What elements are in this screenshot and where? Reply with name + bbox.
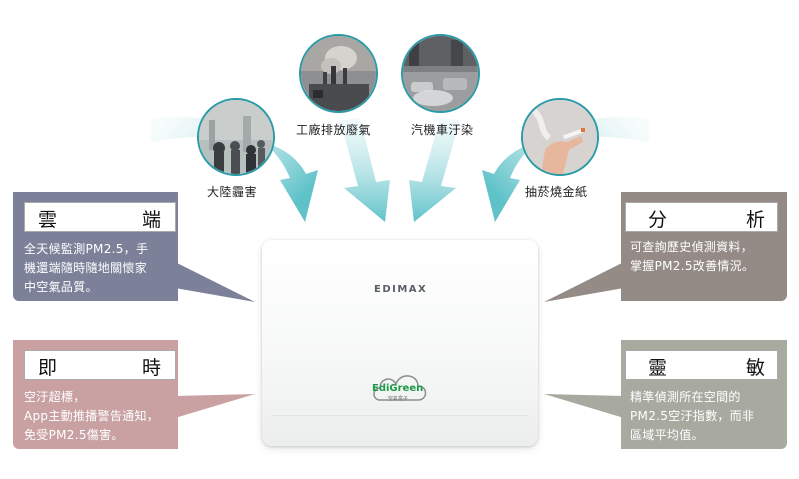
pointer-cloud bbox=[175, 262, 255, 302]
source-label-smoking: 抽菸燒金紙 bbox=[525, 185, 588, 199]
edimax-logo: EDIMAX bbox=[374, 284, 428, 295]
edigreen-device bbox=[262, 240, 538, 446]
panel-cloud-desc: 全天候監測PM2.5，手 機還端隨時隨地關懷家 中空氣品質。 bbox=[24, 242, 149, 294]
edigreen-logo: EdiGreen 空氣盒子 bbox=[370, 366, 432, 404]
source-label-haze: 大陸霾害 bbox=[207, 185, 258, 199]
source-label-traffic: 汽機車汙染 bbox=[411, 123, 474, 137]
panel-cloud: 雲 端 全天候監測PM2.5，手 機還端隨時隨地關懷家 中空氣品質。 bbox=[13, 192, 178, 301]
arrow-center-left bbox=[340, 118, 390, 222]
smoking-photo bbox=[521, 98, 599, 176]
panel-analyze-desc: 可查詢歷史偵測資料， 掌握PM2.5改善情況。 bbox=[630, 240, 755, 273]
traffic-photo bbox=[401, 34, 480, 113]
cloud-icon bbox=[373, 375, 427, 401]
panel-sensitive-desc: 精準偵測所在空間的 PM2.5空汙指數，而非 區域平均值。 bbox=[630, 390, 755, 442]
source-label-factory: 工廠排放廢氣 bbox=[296, 123, 372, 137]
pointer-analyze bbox=[544, 262, 624, 302]
arrow-right bbox=[482, 116, 650, 222]
panel-analyze: 分 析 可查詢歷史偵測資料， 掌握PM2.5改善情況。 bbox=[621, 192, 787, 301]
panel-sensitive-title: 靈 敏 bbox=[625, 350, 778, 380]
panel-instant-desc: 空汙超標， App主動推播警告通知， 免受PM2.5傷害。 bbox=[24, 390, 160, 442]
panel-cloud-title: 雲 端 bbox=[24, 202, 176, 232]
edigreen-subtext: 空氣盒子 bbox=[388, 396, 409, 402]
arrow-left bbox=[150, 116, 318, 222]
edigreen-text: EdiGreen bbox=[372, 383, 424, 394]
pointer-sensitive bbox=[544, 394, 624, 418]
device-seam bbox=[272, 415, 528, 416]
panel-sensitive: 靈 敏 精準偵測所在空間的 PM2.5空汙指數，而非 區域平均值。 bbox=[621, 340, 787, 449]
pointer-instant bbox=[175, 394, 255, 418]
arrow-center-right bbox=[409, 118, 460, 222]
haze-photo bbox=[197, 98, 275, 176]
panel-analyze-title: 分 析 bbox=[625, 202, 778, 232]
panel-instant-title: 即 時 bbox=[24, 350, 176, 380]
panel-instant: 即 時 空汙超標， App主動推播警告通知， 免受PM2.5傷害。 bbox=[13, 340, 178, 449]
factory-photo bbox=[299, 34, 378, 113]
